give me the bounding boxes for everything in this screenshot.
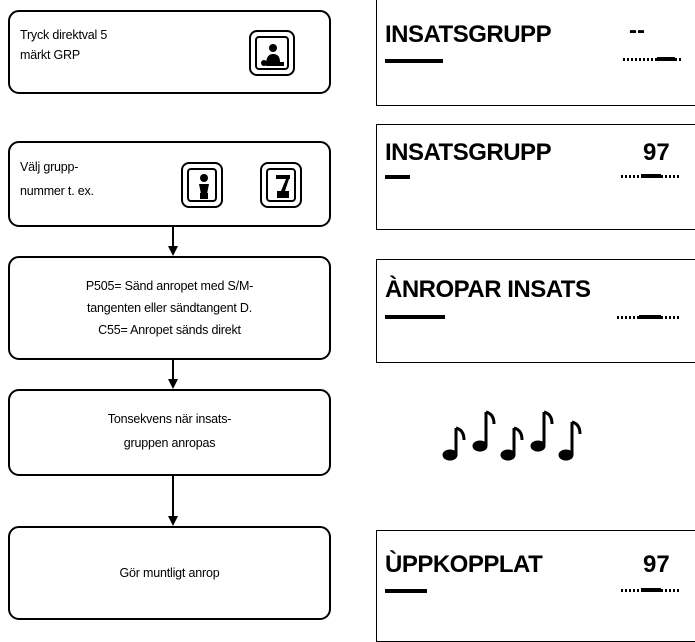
display-3: ÀNROPAR INSATS [376, 259, 695, 363]
step-4-line-2: gruppen anropas [123, 436, 216, 450]
arrow-3-4 [168, 360, 178, 389]
step-4-box: Tonsekvens när insats- gruppen anropas [8, 389, 331, 476]
digit-9-key-icon [181, 162, 223, 208]
step-5-box: Gör muntligt anrop [8, 526, 331, 620]
step-2-box: Välj grupp- nummer t. ex. [8, 141, 331, 227]
step-3-line-1: P505= Sänd anropet med S/M- [85, 279, 254, 293]
step-1-line-1: Tryck direktval 5 [20, 28, 108, 42]
display-2: INSATSGRUPP 97 [376, 124, 695, 230]
step-3-line-3: C55= Anropet sänds direkt [98, 323, 241, 337]
display-1-number: -- [629, 17, 645, 44]
display-1-text: INSATSGRUPP [385, 21, 552, 48]
arrow-4-5 [168, 476, 178, 526]
digit-7-key-icon [260, 162, 302, 208]
step-1-line-2: märkt GRP [20, 48, 81, 62]
display-2-number: 97 [643, 139, 670, 166]
step-2-line-2: nummer t. ex. [20, 184, 94, 198]
music-notes-icon [438, 400, 608, 470]
display-4-number: 97 [643, 551, 670, 578]
display-1: INSATSGRUPP -- [376, 0, 695, 106]
step-1-box: Tryck direktval 5 märkt GRP [8, 10, 331, 94]
display-3-text: ÀNROPAR INSATS [385, 276, 591, 303]
arrow-2-3 [168, 227, 178, 256]
step-2-line-1: Välj grupp- [20, 160, 79, 174]
step-3-line-2: tangenten eller sändtangent D. [87, 301, 252, 315]
grp-key-icon [249, 30, 295, 76]
display-2-text: INSATSGRUPP [385, 139, 552, 166]
display-4: ÙPPKOPPLAT 97 [376, 530, 695, 642]
step-3-box: P505= Sänd anropet med S/M- tangenten el… [8, 256, 331, 360]
display-4-text: ÙPPKOPPLAT [385, 551, 543, 578]
step-5-line-1: Gör muntligt anrop [119, 566, 220, 580]
step-4-line-1: Tonsekvens när insats- [107, 412, 232, 426]
